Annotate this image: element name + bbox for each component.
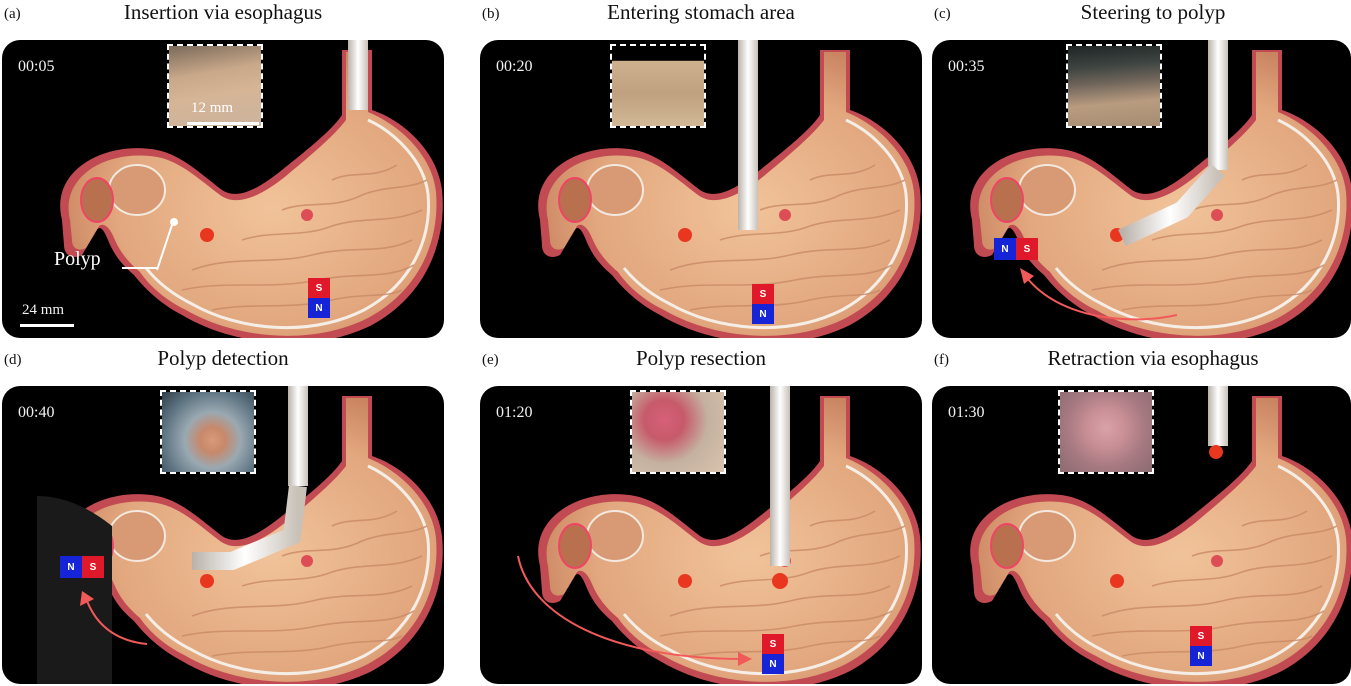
panel-f: (f) Retraction via esophagus 01:30 S N — [932, 346, 1351, 686]
video-frame: 00:05 Polyp 12 mm 24 mm S N — [2, 40, 444, 338]
timestamp: 00:40 — [18, 404, 54, 422]
video-frame: 01:30 S N — [932, 386, 1351, 684]
timestamp: 00:20 — [496, 58, 532, 76]
panel-a: (a) Insertion via esophagus 00:05 Polyp … — [2, 0, 444, 340]
panel-d: (d) Polyp detection 00:40 N S — [2, 346, 444, 686]
magnet: S N — [762, 634, 784, 674]
magnet-north: N — [1190, 646, 1212, 666]
timestamp: 00:35 — [948, 58, 984, 76]
panel-b: (b) Entering stomach area 00:20 S N — [480, 0, 922, 340]
camera-inset — [1066, 44, 1162, 128]
camera-inset — [630, 390, 726, 474]
camera-inset — [160, 390, 256, 474]
panel-c: (c) Steering to polyp 00:35 N S — [932, 0, 1351, 340]
timestamp: 01:30 — [948, 404, 984, 422]
panel-title: Steering to polyp — [932, 0, 1351, 25]
camera-inset — [610, 44, 706, 128]
timestamp: 00:05 — [18, 58, 54, 76]
magnet-south: S — [308, 278, 330, 298]
inset-scale-bar — [187, 122, 259, 125]
panel-title: Retraction via esophagus — [932, 346, 1351, 371]
magnet-north: N — [308, 298, 330, 318]
magnet: S N — [1190, 626, 1212, 666]
video-frame: 01:20 S N — [480, 386, 922, 684]
camera-inset: 12 mm — [167, 44, 263, 128]
polyp-annotation: Polyp — [54, 248, 101, 271]
magnet-south: S — [762, 634, 784, 654]
magnet-south: S — [1016, 238, 1038, 260]
magnet-south: S — [752, 284, 774, 304]
timestamp: 01:20 — [496, 404, 532, 422]
panel-title: Insertion via esophagus — [2, 0, 444, 25]
magnet: N S — [60, 556, 104, 578]
video-frame: 00:40 N S — [2, 386, 444, 684]
magnet-north: N — [752, 304, 774, 324]
panel-e: (e) Polyp resection 01:20 S N — [480, 346, 922, 686]
inset-scale-label: 12 mm — [191, 100, 233, 117]
magnet: N S — [994, 238, 1038, 260]
camera-inset — [1058, 390, 1154, 474]
magnet-south: S — [1190, 626, 1212, 646]
video-frame: 00:20 S N — [480, 40, 922, 338]
panel-title: Entering stomach area — [480, 0, 922, 25]
magnet: S N — [752, 284, 774, 324]
panel-title: Polyp detection — [2, 346, 444, 371]
magnet-north: N — [762, 654, 784, 674]
panel-title: Polyp resection — [480, 346, 922, 371]
scale-label: 24 mm — [22, 302, 64, 319]
video-frame: 00:35 N S — [932, 40, 1351, 338]
scale-bar — [20, 324, 74, 327]
magnet: S N — [308, 278, 330, 318]
magnet-south: S — [82, 556, 104, 578]
magnet-north: N — [994, 238, 1016, 260]
magnet-north: N — [60, 556, 82, 578]
